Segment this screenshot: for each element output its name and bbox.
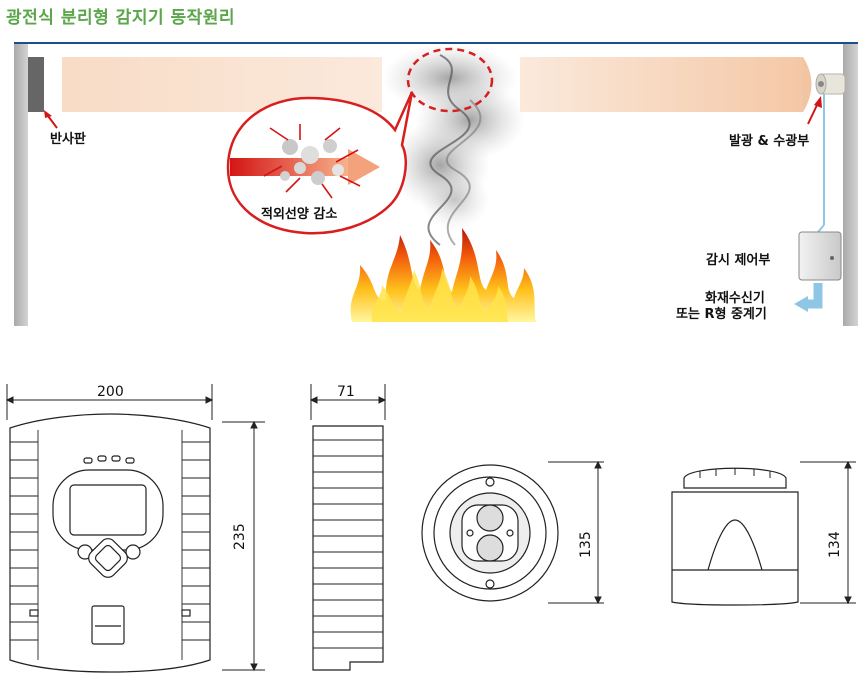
dimension-drawings — [5, 384, 856, 673]
infrared-beam-right — [520, 57, 803, 112]
round-top-view — [421, 464, 559, 602]
emitter-label: 발광 & 수광부 — [729, 134, 810, 149]
front-height-label: 235 — [232, 523, 248, 550]
output-arrow — [794, 283, 823, 312]
page-title: 광전식 분리형 감지기 동작원리 — [6, 8, 236, 28]
front-width-label: 200 — [97, 384, 124, 400]
dome-side-view — [671, 467, 799, 606]
callout-bubble — [226, 91, 414, 235]
side-depth-label: 71 — [337, 384, 355, 400]
receiver-label-line1: 화재수신기 — [705, 291, 765, 306]
round-height-label: 134 — [827, 531, 843, 558]
front-view — [9, 413, 211, 673]
callout-circle — [406, 47, 494, 113]
callout-label: 적외선양 감소 — [261, 207, 338, 222]
side-view — [312, 425, 384, 671]
principle-diagram — [14, 42, 858, 326]
left-wall — [14, 44, 28, 326]
control-unit — [798, 231, 842, 281]
fire — [350, 228, 536, 322]
receiver-label-line2: 또는 R형 중계기 — [676, 307, 767, 322]
reflector — [28, 57, 44, 112]
right-wall — [843, 44, 858, 326]
round-diameter-label: 135 — [578, 531, 594, 558]
reflector-label: 반사판 — [50, 132, 86, 147]
emitter-receiver — [815, 73, 846, 95]
control-label: 감시 제어부 — [706, 253, 771, 268]
